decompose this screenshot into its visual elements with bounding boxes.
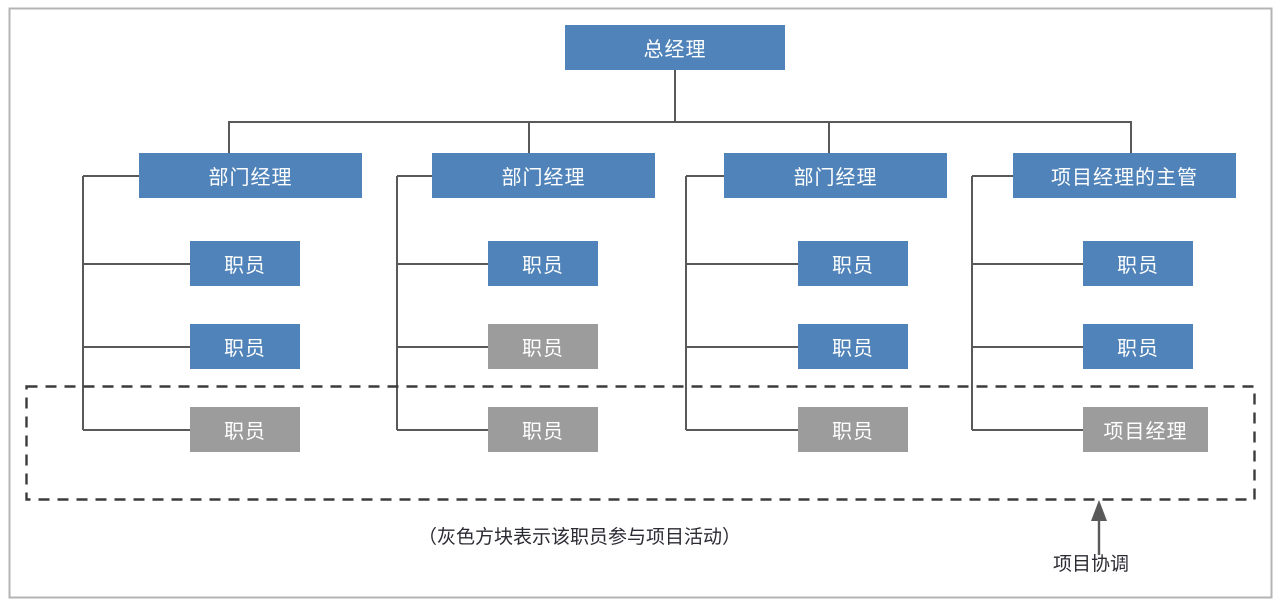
annotation-label: 项目协调 [1053,553,1130,575]
node-box-c4-r1[interactable] [1083,241,1193,286]
node-box-c3-r2[interactable] [798,324,908,369]
node-box-c1-r2[interactable] [190,324,300,369]
node-box-gm[interactable] [565,25,785,70]
legend-caption: （灰色方块表示该职员参与项目活动） [418,526,742,548]
node-box-c4-r3[interactable] [1083,407,1208,452]
node-box-c2-r1[interactable] [488,241,598,286]
node-box-c1-r1[interactable] [190,241,300,286]
node-box-c3-r1[interactable] [798,241,908,286]
outer-frame [8,7,1273,599]
node-box-c4-r2[interactable] [1083,324,1193,369]
node-box-c2-manager[interactable] [432,153,655,198]
node-box-c4-manager[interactable] [1013,153,1236,198]
node-box-c2-r3[interactable] [488,407,598,452]
project-scope-dashed-box [25,385,1256,501]
node-box-c2-r2[interactable] [488,324,598,369]
up-arrow-icon [1091,500,1107,555]
node-box-c1-manager[interactable] [139,153,362,198]
node-box-c3-r3[interactable] [798,407,908,452]
node-box-c3-manager[interactable] [724,153,947,198]
node-box-c1-r3[interactable] [190,407,300,452]
